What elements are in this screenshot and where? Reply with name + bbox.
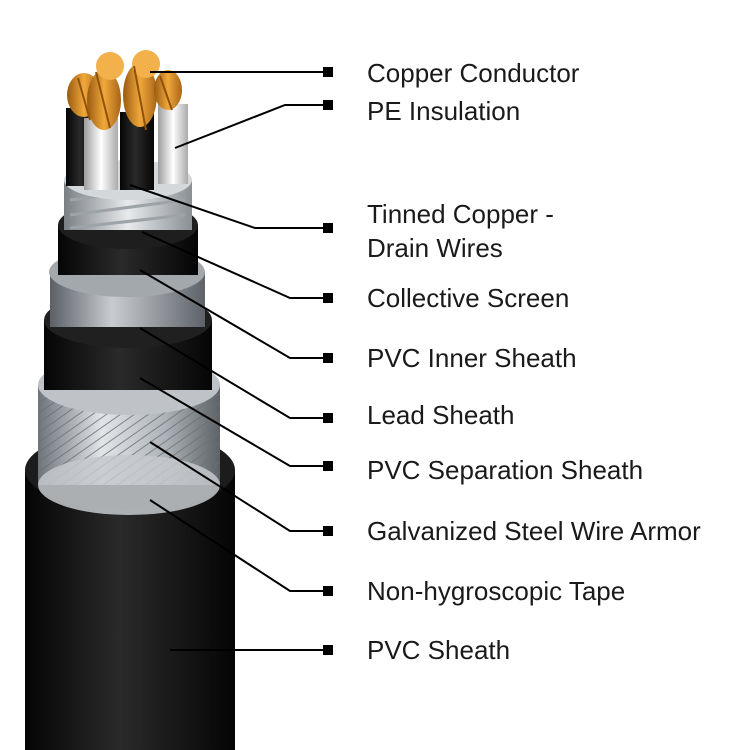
marker-armor	[323, 526, 333, 536]
label-lead-sheath-text: Lead Sheath	[367, 400, 515, 430]
marker-copper-conductor	[323, 67, 333, 77]
label-copper-conductor-text: Copper Conductor	[367, 58, 580, 88]
leader-markers	[323, 67, 333, 655]
marker-pvc-sheath	[323, 645, 333, 655]
label-collective-screen: Collective Screen	[367, 281, 569, 315]
leader-separation-sheath	[139, 377, 328, 467]
label-pvc-inner-sheath-text: PVC Inner Sheath	[367, 343, 577, 373]
label-galvanized-steel-wire-armor-text: Galvanized Steel Wire Armor	[367, 516, 701, 546]
label-pe-insulation-text: PE Insulation	[367, 96, 521, 126]
leader-lead-sheath	[139, 327, 328, 419]
leader-armor	[149, 441, 328, 532]
marker-pe-insulation	[323, 100, 333, 110]
marker-separation-sheath	[323, 461, 333, 471]
label-pe-insulation: PE Insulation	[367, 94, 520, 128]
leader-collective-screen	[141, 231, 328, 299]
label-non-hygroscopic-tape: Non-hygroscopic Tape	[367, 574, 625, 608]
leader-pvc-inner-sheath	[139, 269, 328, 359]
label-pvc-sheath: PVC Sheath	[367, 633, 510, 667]
label-pvc-sheath-text: PVC Sheath	[367, 635, 511, 665]
label-galvanized-steel-wire-armor: Galvanized Steel Wire Armor	[367, 514, 701, 548]
marker-pvc-inner-sheath	[323, 353, 333, 363]
label-drain-wires-line-1: Tinned Copper -	[367, 199, 554, 229]
leader-pe-insulation	[174, 104, 328, 149]
label-lead-sheath: Lead Sheath	[367, 398, 514, 432]
leader-lines	[129, 71, 328, 651]
leader-drain-wires	[129, 184, 328, 229]
label-non-hygroscopic-tape-text: Non-hygroscopic Tape	[367, 576, 626, 606]
marker-tape	[323, 586, 333, 596]
label-copper-conductor: Copper Conductor	[367, 56, 579, 90]
label-drain-wires: Tinned Copper - Drain Wires	[367, 197, 554, 265]
label-collective-screen-text: Collective Screen	[367, 283, 570, 313]
marker-lead-sheath	[323, 413, 333, 423]
label-pvc-separation-sheath-text: PVC Separation Sheath	[367, 455, 644, 485]
marker-collective-screen	[323, 293, 333, 303]
insulated-cores-shape	[66, 104, 188, 190]
marker-drain-wires	[323, 223, 333, 233]
label-pvc-inner-sheath: PVC Inner Sheath	[367, 341, 577, 375]
label-pvc-separation-sheath: PVC Separation Sheath	[367, 453, 643, 487]
leader-tape	[149, 499, 328, 592]
label-drain-wires-line-2: Drain Wires	[367, 233, 503, 263]
copper-conductors-shape	[67, 50, 182, 131]
